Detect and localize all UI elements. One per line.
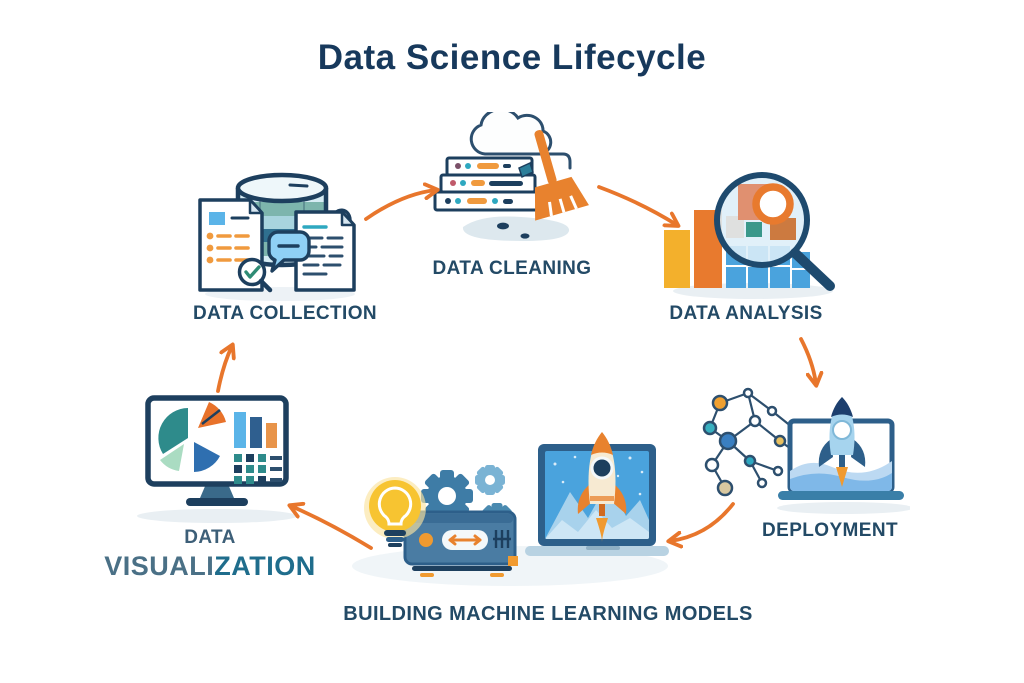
stage-label-data-analysis: DATA ANALYSIS (669, 303, 823, 324)
stage-label-data-collection: DATA COLLECTION (192, 303, 377, 324)
page-title: Data Science Lifecycle (317, 38, 707, 77)
viz-label-line2-a: VISUALI (104, 550, 215, 581)
monitor-charts-icon (137, 395, 297, 523)
laptop-rocket-network-icon (702, 387, 910, 514)
laptop-gears-lightbulb-rocket-icon (352, 432, 669, 586)
database-documents-icon (198, 172, 356, 301)
viz-label-line1: DATA (184, 527, 236, 548)
stage-label-building-ml-models: BUILDING MACHINE LEARNING MODELS (343, 603, 753, 625)
stage-label-data-cleaning: DATA CLEANING (432, 258, 592, 279)
viz-label-line2: VISUALIZATION (85, 550, 335, 584)
viz-label-line2-b: ZATION (214, 550, 316, 581)
arrow-visualization-to-collection (216, 346, 232, 393)
stage-label-data-visualization: DATA VISUALIZATION (85, 526, 335, 584)
stage-label-deployment: DEPLOYMENT (762, 520, 898, 541)
bar-chart-magnifier-icon (664, 172, 835, 299)
server-broom-icon (433, 112, 589, 241)
arrow-analysis-to-deployment (799, 337, 816, 384)
